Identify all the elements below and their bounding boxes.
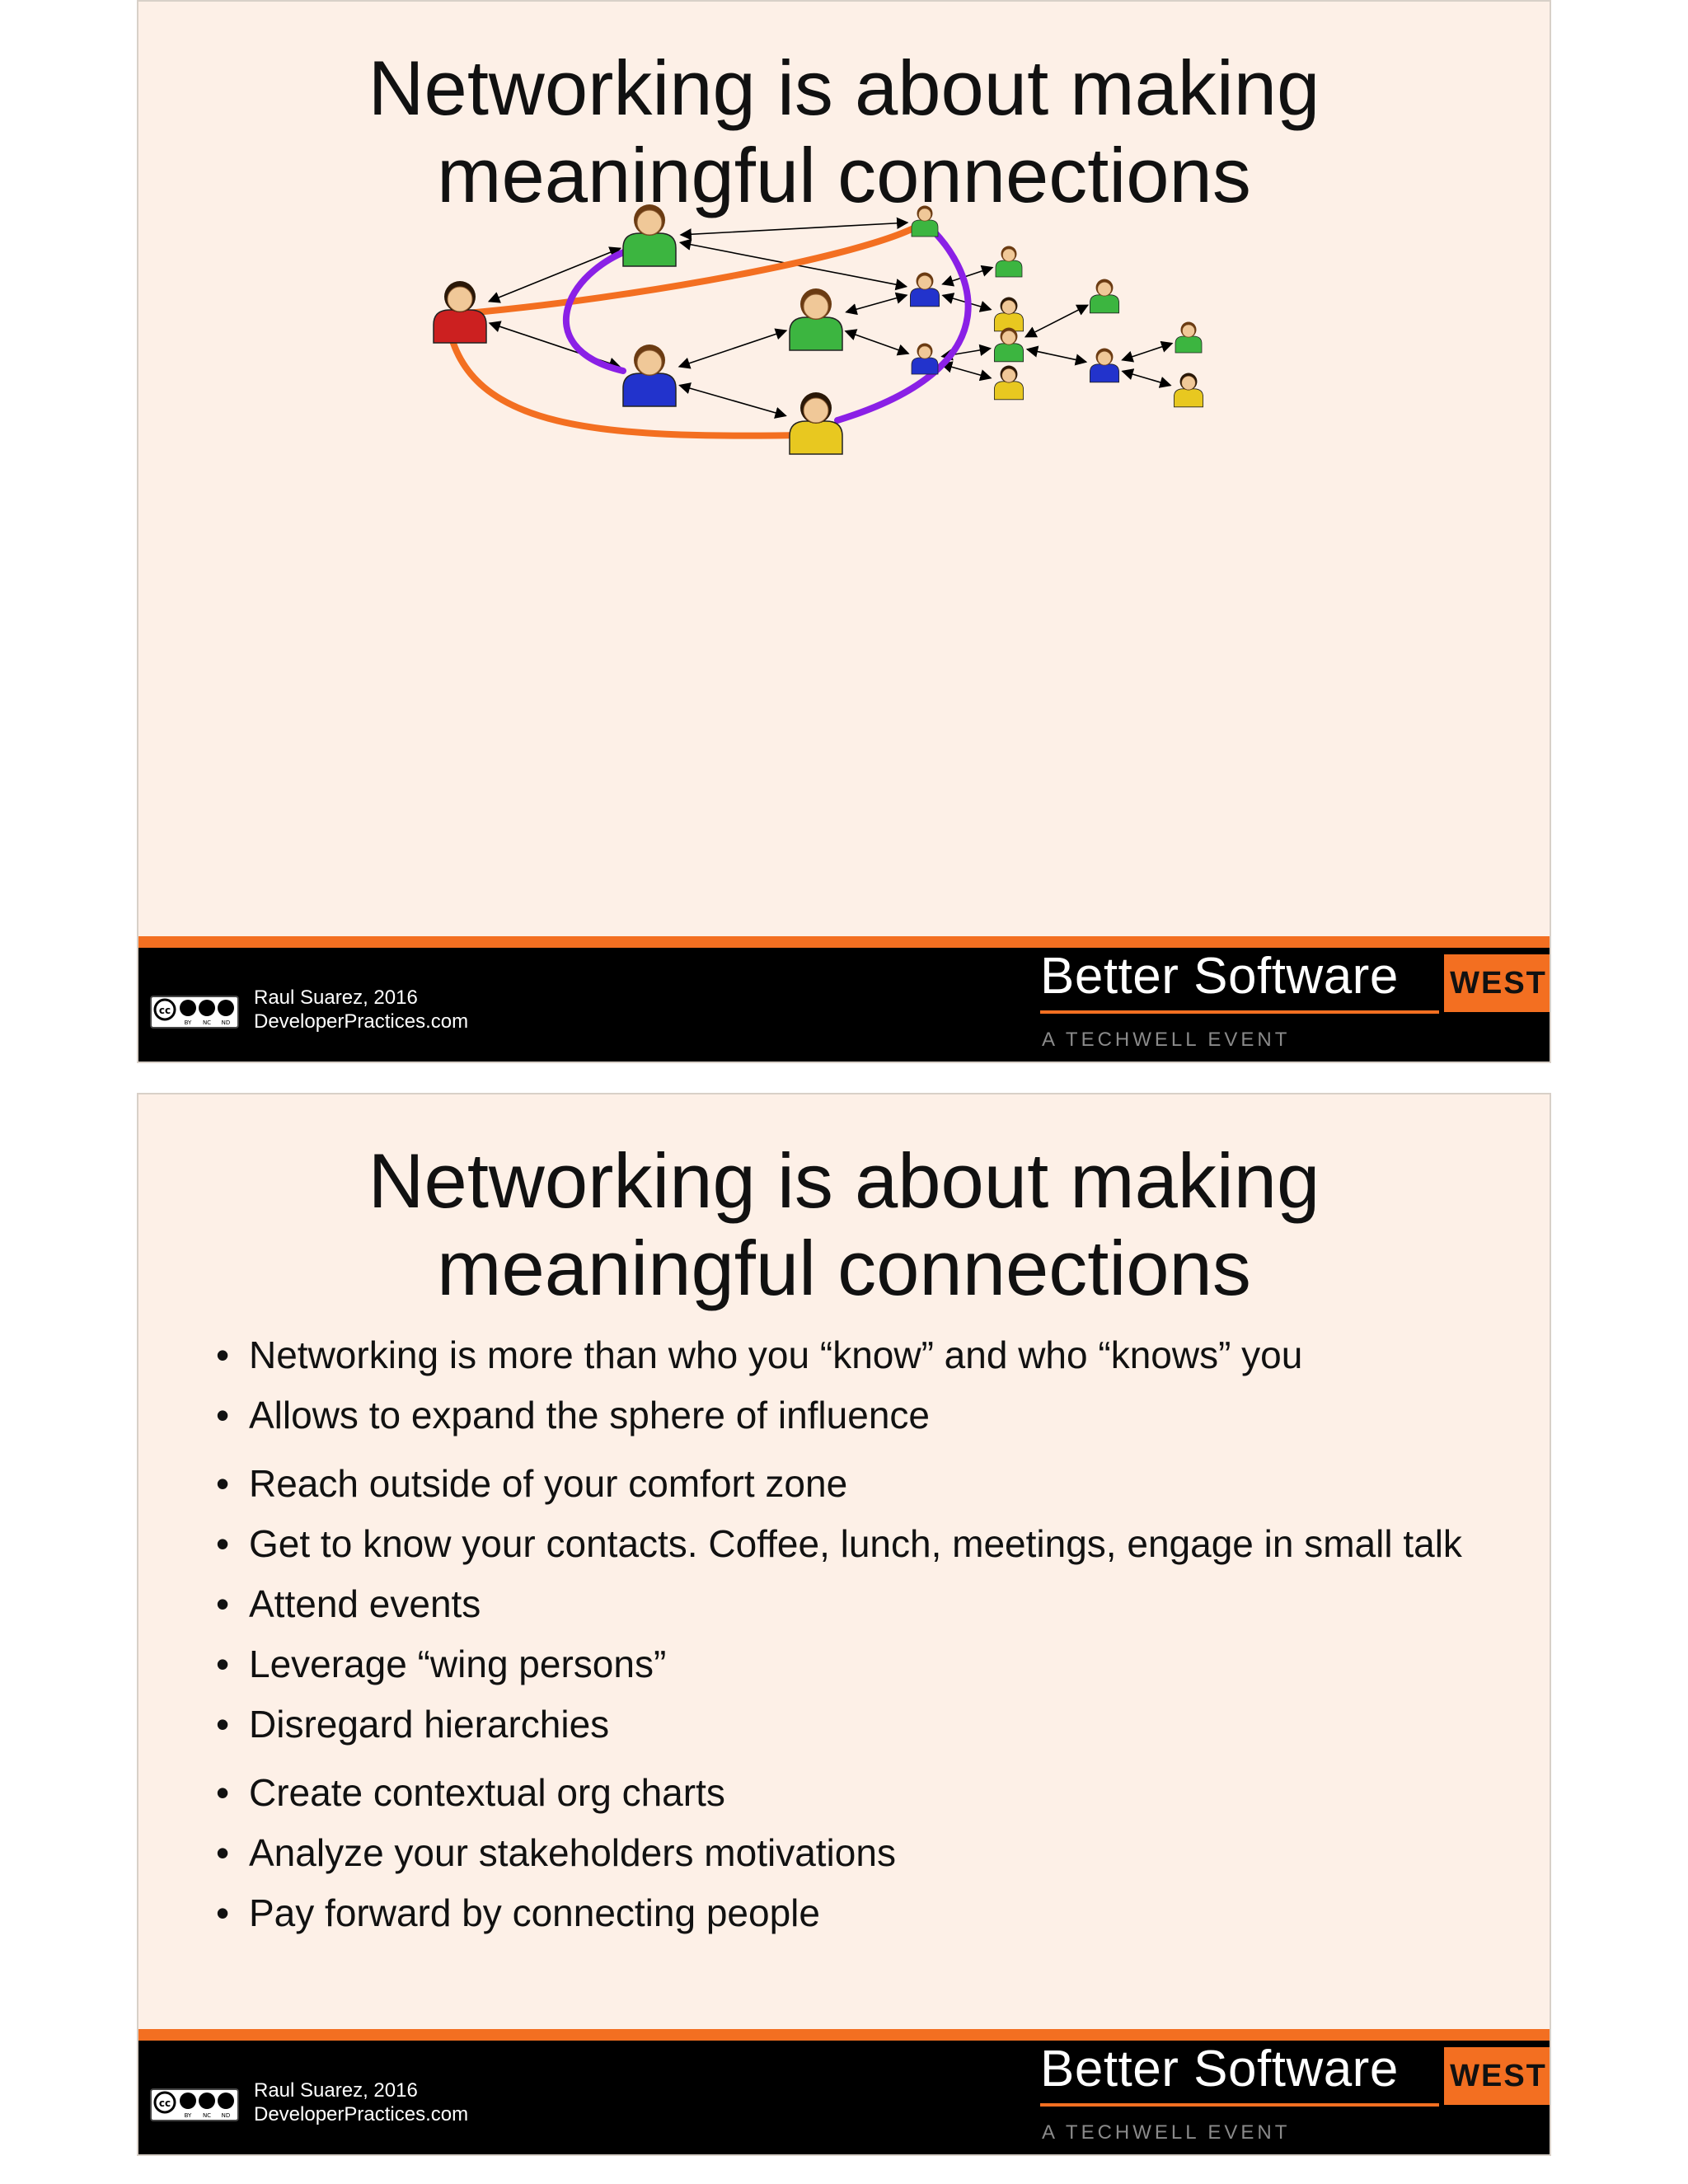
connection-arrow [1121, 368, 1172, 388]
svg-text:NC: NC [203, 1019, 211, 1026]
highlight-link [463, 221, 925, 316]
brand-underline [1040, 2103, 1439, 2107]
highlight-link [562, 242, 646, 374]
person-icon [911, 205, 939, 237]
author-credit: Raul Suarez, 2016 DeveloperPractices.com [254, 986, 468, 1033]
bullet-list: Networking is more than who you “know” a… [216, 1333, 1462, 1952]
highlight-link [834, 223, 972, 424]
svg-text:ND: ND [222, 2112, 231, 2119]
highlight-link [445, 321, 809, 439]
connection-arrow [1121, 340, 1174, 363]
author-credit: Raul Suarez, 2016 DeveloperPractices.com [254, 2079, 468, 2126]
person-icon [622, 204, 677, 267]
connection-arrow [679, 217, 909, 241]
svg-text:BY: BY [185, 2112, 192, 2119]
bullet-item: Reach outside of your comfort zone [216, 1462, 1462, 1506]
highlight-links [445, 221, 972, 439]
person-icon [995, 246, 1023, 278]
brand-edition: WEST [1444, 954, 1550, 1012]
connection-arrow [678, 328, 788, 369]
title-line: Networking is about making [368, 45, 1320, 131]
bullet-item: Create contextual org charts [216, 1771, 1462, 1815]
person-icon [1089, 279, 1120, 314]
bullet-item: Allows to expand the sphere of influence [216, 1394, 1462, 1437]
person-icon [993, 327, 1025, 363]
bullet-item: Leverage “wing persons” [216, 1643, 1462, 1686]
person-icon [433, 281, 487, 344]
footer-accent-bar [138, 2029, 1550, 2041]
brand-name: Better Software [1040, 948, 1399, 1005]
brand-name: Better Software [1040, 2041, 1399, 2097]
slide-1: Networking is about making meaningful co… [137, 0, 1551, 1063]
bullet-item: Analyze your stakeholders motivations [216, 1831, 1462, 1875]
bullet-item: Pay forward by connecting people [216, 1891, 1462, 1935]
person-icon [1173, 373, 1204, 408]
author-name: Raul Suarez, 2016 [254, 987, 418, 1009]
footer-accent-bar [138, 936, 1550, 948]
author-website: DeveloperPractices.com [254, 2103, 469, 2125]
network-links [487, 217, 1174, 419]
slide-title: Networking is about making meaningful co… [138, 45, 1550, 219]
title-line: meaningful connections [437, 1225, 1251, 1311]
person-icon [1089, 348, 1120, 383]
person-icon [789, 392, 843, 455]
svg-text:BY: BY [185, 1019, 192, 1026]
brand-underline [1040, 1010, 1439, 1014]
author-name: Raul Suarez, 2016 [254, 2079, 418, 2102]
connection-arrow [1024, 304, 1090, 338]
footer: cc BY NC ND Raul Suarez, 2016 DeveloperP… [138, 2029, 1550, 2154]
author-website: DeveloperPractices.com [254, 1010, 469, 1033]
brand-tagline: A TECHWELL EVENT [1042, 2121, 1291, 2144]
svg-text:NC: NC [203, 2112, 211, 2119]
brand-edition: WEST [1444, 2047, 1550, 2105]
title-line: meaningful connections [437, 132, 1251, 218]
person-icon [909, 272, 940, 307]
bullet-item: Get to know your contacts. Coffee, lunch… [216, 1522, 1462, 1566]
connection-arrow [845, 292, 908, 316]
person-icon [911, 343, 939, 375]
person-icon [789, 288, 843, 351]
connection-arrow [844, 329, 910, 356]
connection-arrow [941, 265, 994, 287]
svg-text:cc: cc [159, 1005, 171, 1016]
svg-text:ND: ND [222, 1019, 231, 1026]
connection-arrow [1025, 345, 1088, 366]
slide-2: Networking is about making meaningful co… [137, 1093, 1551, 2156]
person-icon [622, 344, 677, 407]
creative-commons-icon: cc BY NC ND [150, 996, 239, 1029]
creative-commons-icon: cc BY NC ND [150, 2088, 239, 2121]
title-line: Networking is about making [368, 1137, 1320, 1224]
person-icon [993, 297, 1025, 332]
network-people [433, 204, 1204, 455]
footer: cc BY NC ND Raul Suarez, 2016 DeveloperP… [138, 936, 1550, 1062]
svg-text:cc: cc [159, 2097, 171, 2109]
connection-arrow [487, 246, 622, 303]
person-icon [1175, 321, 1203, 354]
slide-title: Networking is about making meaningful co… [138, 1137, 1550, 1312]
bullet-item: Networking is more than who you “know” a… [216, 1333, 1462, 1377]
connection-arrow [678, 382, 787, 419]
brand-tagline: A TECHWELL EVENT [1042, 1029, 1291, 1051]
connection-arrow [940, 361, 992, 382]
network-diagram [433, 204, 1204, 455]
person-icon [993, 365, 1025, 401]
bullet-item: Disregard hierarchies [216, 1703, 1462, 1746]
bullet-item: Attend events [216, 1582, 1462, 1626]
